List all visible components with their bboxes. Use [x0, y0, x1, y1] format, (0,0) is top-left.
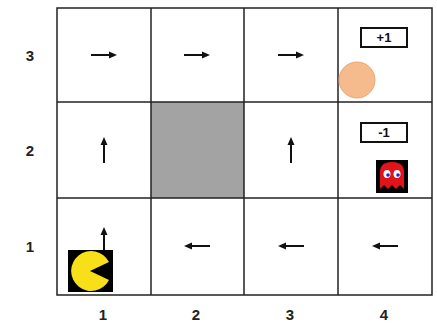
column-label: 1	[99, 307, 107, 322]
column-label: 3	[286, 307, 294, 322]
pacman-icon	[68, 250, 113, 292]
reward-value: +1	[377, 31, 392, 44]
policy-arrow	[91, 52, 117, 59]
ghost-icon	[376, 160, 408, 193]
orange-dot	[339, 62, 375, 98]
row-label: 2	[26, 143, 34, 158]
policy-arrow	[278, 243, 304, 250]
reward-value: -1	[378, 126, 390, 139]
reward-box: -1	[360, 122, 408, 143]
policy-arrow	[288, 137, 295, 163]
column-label: 2	[192, 307, 200, 322]
policy-arrow	[101, 137, 108, 163]
policy-arrow	[184, 52, 210, 59]
row-label: 3	[26, 48, 34, 63]
reward-box: +1	[360, 27, 408, 48]
policy-arrow	[372, 243, 398, 250]
policy-arrow	[278, 52, 304, 59]
column-label: 4	[380, 307, 388, 322]
policy-arrow	[101, 227, 108, 253]
grid	[57, 8, 432, 295]
policy-arrow	[184, 243, 210, 250]
wall-cell	[151, 102, 244, 198]
row-label: 1	[26, 239, 34, 254]
policy-arrows	[91, 52, 398, 254]
